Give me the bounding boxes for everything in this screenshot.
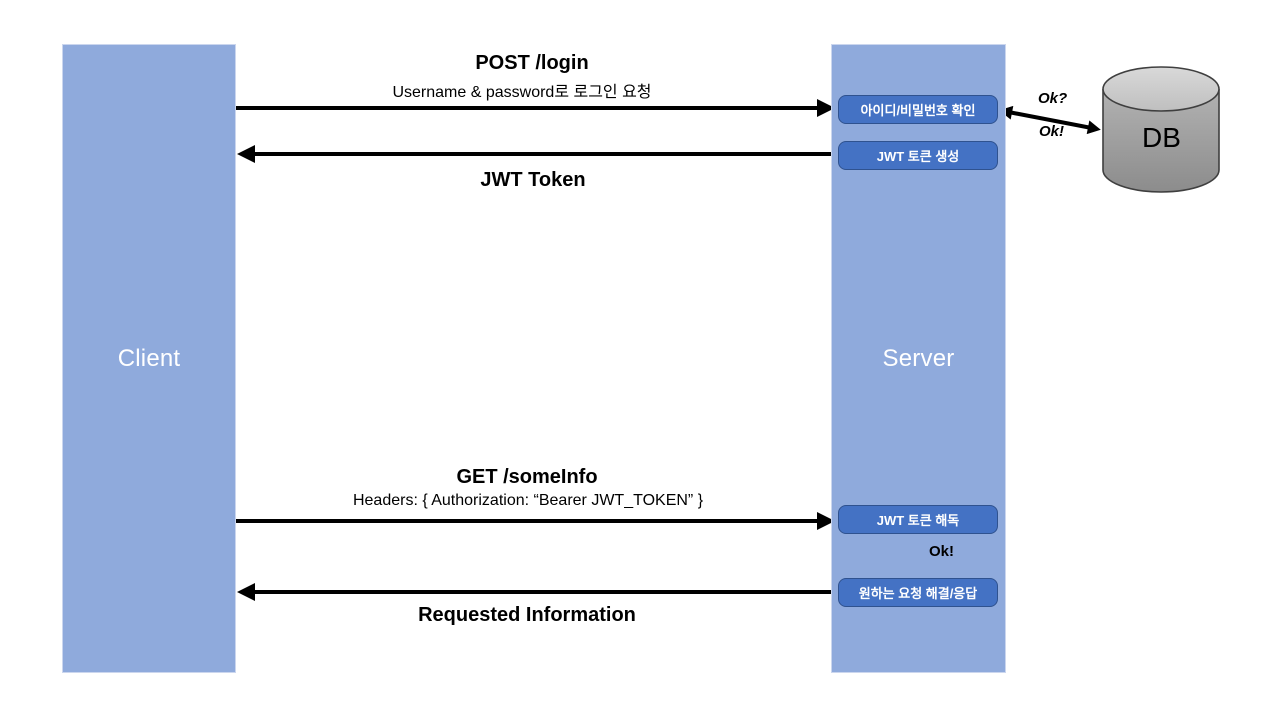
db-ok-question-label: Ok? [1038, 90, 1068, 107]
step-resolve-respond: 원하는 요청 해결/응답 [838, 578, 998, 607]
jwt-token-title: JWT Token [480, 169, 586, 191]
step-decode-jwt-token: JWT 토큰 해독 [838, 505, 998, 534]
server-label: Server [882, 344, 955, 372]
client-node: Client [62, 44, 236, 673]
server-db-arrow [999, 105, 1101, 135]
get-someinfo-title: GET /someInfo [456, 466, 598, 488]
db-ok-answer-label: Ok! [1039, 123, 1065, 140]
get-someinfo-subtitle: Headers: { Authorization: “Bearer JWT_TO… [352, 492, 704, 509]
step-create-jwt-token: JWT 토큰 생성 [838, 141, 998, 170]
post-login-subtitle: Username & password로 로그인 요청 [392, 84, 652, 101]
post-login-title: POST /login [475, 52, 589, 74]
db-cylinder [1102, 66, 1220, 193]
requested-info-title: Requested Information [418, 604, 636, 626]
decode-ok-label: Ok! [929, 543, 955, 560]
client-label: Client [117, 344, 181, 372]
step-verify-credentials: 아이디/비밀번호 확인 [838, 95, 998, 124]
db-label: DB [1142, 122, 1181, 153]
